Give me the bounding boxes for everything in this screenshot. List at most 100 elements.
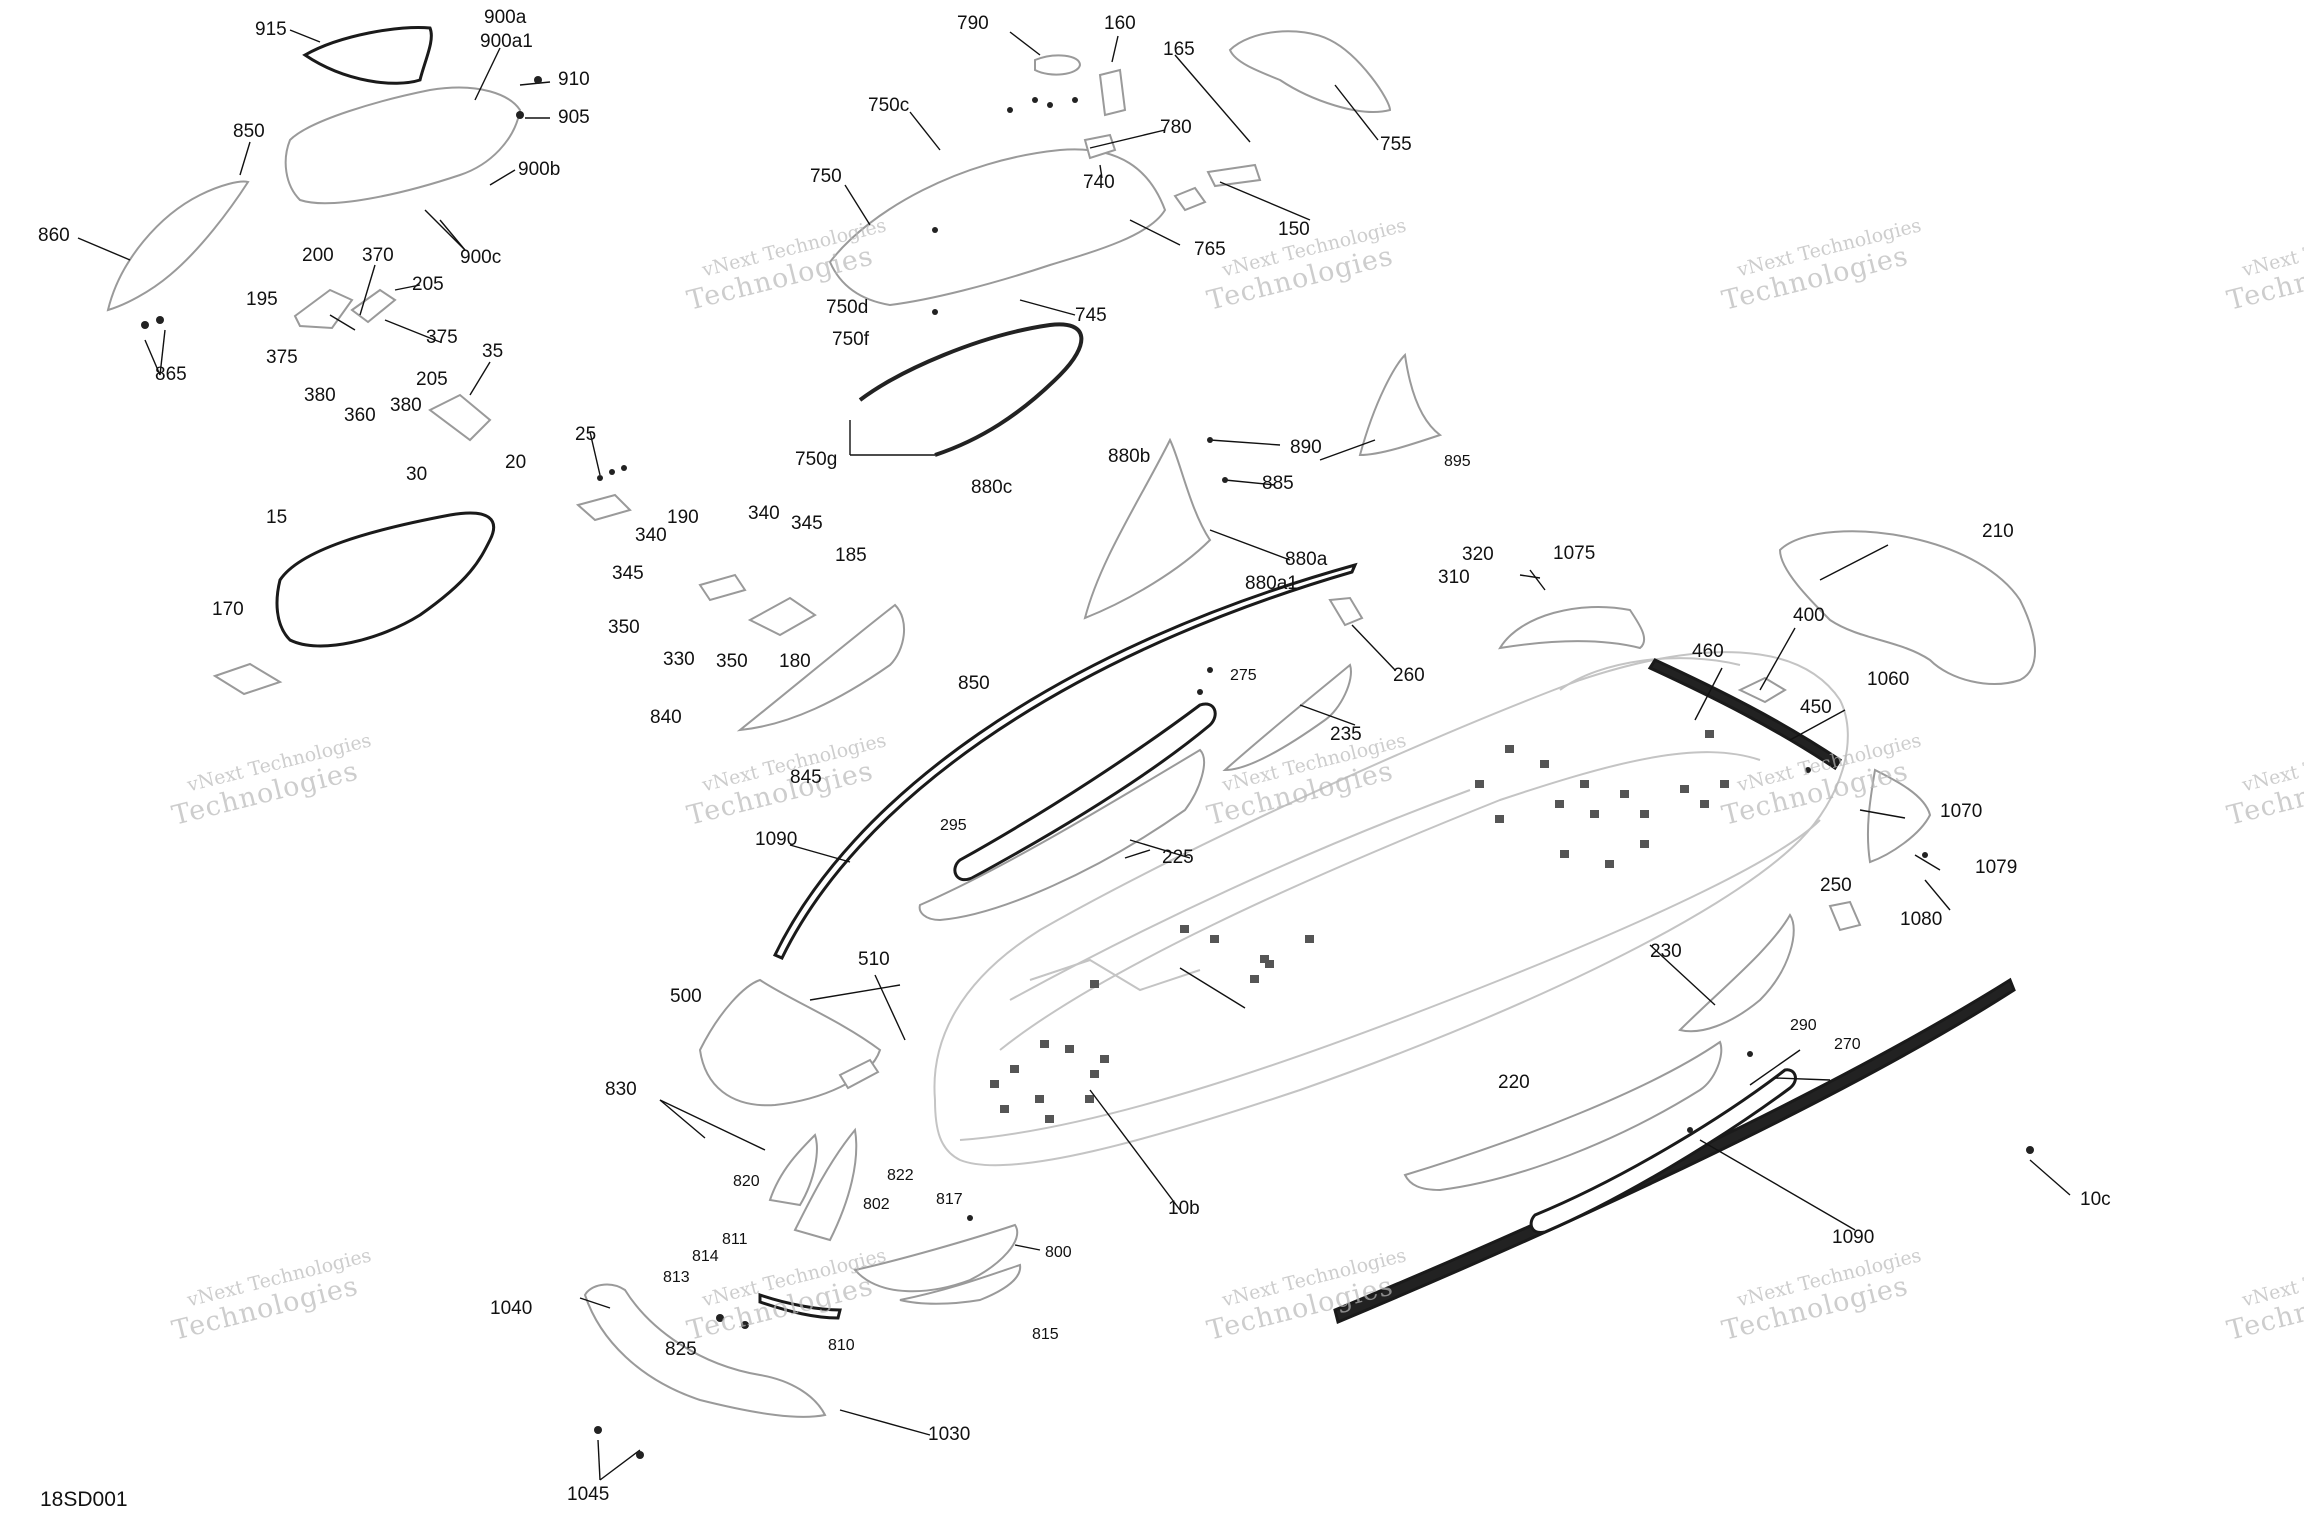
- callout: 825: [665, 1339, 697, 1360]
- callout: 1090: [1832, 1227, 1875, 1248]
- panel-820: [768, 1133, 818, 1207]
- clip-830: [838, 1058, 880, 1090]
- trim-810: [758, 1292, 842, 1320]
- callout: 210: [1982, 521, 2014, 542]
- callout: 275: [1230, 667, 1257, 684]
- callout: 750d: [826, 297, 869, 318]
- callout: 1060: [1867, 669, 1910, 690]
- trim-815: [899, 1263, 1022, 1305]
- bracket-330: [698, 573, 747, 602]
- callout: 235: [1330, 724, 1362, 745]
- callout: 185: [835, 545, 867, 566]
- callout: 900c: [460, 247, 502, 268]
- callout: 765: [1194, 239, 1226, 260]
- callout: 817: [936, 1191, 963, 1208]
- callout: 850: [958, 673, 990, 694]
- trim-1075: [1498, 605, 1646, 650]
- callout: 780: [1160, 117, 1192, 138]
- seat-cover-915: [302, 26, 433, 85]
- callout: 905: [558, 107, 590, 128]
- bracket-30: [428, 393, 492, 442]
- panel-230: [1678, 913, 1795, 1033]
- callout: 1079: [1975, 857, 2018, 878]
- callout: 865: [155, 364, 187, 385]
- callout: 250: [1820, 875, 1852, 896]
- callout: 375: [266, 347, 298, 368]
- strip-1060: [1647, 658, 1843, 771]
- callout: 290: [1790, 1017, 1817, 1034]
- clip-780: [1083, 133, 1117, 160]
- bracket-360: [350, 288, 397, 324]
- callout: 205: [412, 274, 444, 295]
- callout: 205: [416, 369, 448, 390]
- callout: 880c: [971, 477, 1013, 498]
- callout: 895: [1444, 453, 1471, 470]
- callout: 1030: [928, 1424, 971, 1445]
- panel-822: [793, 1127, 858, 1242]
- mat-275: [953, 702, 1217, 882]
- bracket-195: [293, 288, 354, 330]
- mat-755: [1228, 30, 1392, 113]
- callout: 295: [940, 817, 967, 834]
- callout: 750c: [868, 95, 910, 116]
- callout: 900a: [484, 7, 527, 28]
- callout: 814: [692, 1248, 719, 1265]
- callout: 370: [362, 245, 394, 266]
- callout: 1080: [1900, 909, 1943, 930]
- callout: 10c: [2080, 1189, 2111, 1210]
- callout: 165: [1163, 39, 1195, 60]
- trim-840: [736, 603, 906, 732]
- callout: 750: [810, 166, 842, 187]
- callout: 820: [733, 1173, 760, 1190]
- handle-895: [1358, 352, 1443, 457]
- hull-body: [933, 651, 1849, 1167]
- callout: 802: [863, 1196, 890, 1213]
- callout: 170: [212, 599, 244, 620]
- callout: 340: [748, 503, 780, 524]
- callout: 860: [38, 225, 70, 246]
- callout: 220: [1498, 1072, 1530, 1093]
- cap-250: [1828, 900, 1862, 932]
- callout: 400: [1793, 605, 1825, 626]
- callout: 345: [791, 513, 823, 534]
- callout: 811: [722, 1231, 748, 1248]
- callout: 740: [1083, 172, 1115, 193]
- panel-235: [1222, 663, 1352, 772]
- callout: 225: [1162, 847, 1194, 868]
- callout: 880b: [1108, 446, 1151, 467]
- callout: 320: [1462, 544, 1494, 565]
- callout: 10b: [1168, 1198, 1200, 1219]
- callout: 813: [663, 1269, 690, 1286]
- side-rail-upper: [772, 562, 1358, 960]
- panel-220: [1403, 1040, 1723, 1192]
- callout: 190: [667, 507, 699, 528]
- plate-170: [212, 662, 283, 696]
- callout: 15: [266, 507, 288, 528]
- callout: 20: [505, 452, 527, 473]
- strap-750g: [858, 322, 1084, 457]
- callout: 500: [670, 986, 702, 1007]
- callout: 880a1: [1245, 573, 1298, 594]
- callout: 900a1: [480, 31, 533, 52]
- callout: 745: [1075, 305, 1107, 326]
- callout: 850: [233, 121, 265, 142]
- callout: 195: [246, 289, 278, 310]
- callout: 310: [1438, 567, 1470, 588]
- diagram-code: 18SD001: [40, 1488, 128, 1511]
- callout: 350: [716, 651, 748, 672]
- callout: 810: [828, 1337, 855, 1354]
- callout: 260: [1393, 665, 1425, 686]
- callout: 822: [887, 1167, 914, 1184]
- latch-160: [1098, 68, 1127, 117]
- mat-210: [1778, 530, 2036, 685]
- bumper-1040: [583, 1283, 827, 1418]
- bracket-180: [747, 596, 817, 637]
- callout: 180: [779, 651, 811, 672]
- leader-lines: [77, 29, 2071, 1481]
- callout: 800: [1045, 1244, 1072, 1261]
- callout: 345: [612, 563, 644, 584]
- callout: 845: [790, 767, 822, 788]
- callout: 1040: [490, 1298, 533, 1319]
- fasteners: [141, 76, 2034, 1459]
- callout: 30: [406, 464, 428, 485]
